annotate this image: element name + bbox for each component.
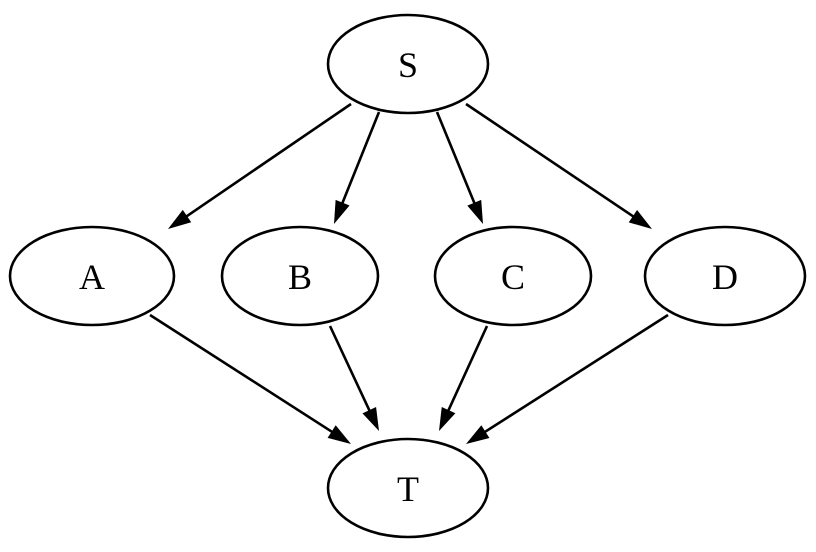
arrowhead-icon [466, 425, 490, 444]
node-s[interactable]: S [326, 13, 490, 115]
edge-a-to-t [149, 313, 351, 444]
edge-line [465, 102, 636, 219]
edge-s-to-d [465, 102, 652, 229]
edge-b-to-t [328, 325, 379, 431]
edge-d-to-t [466, 313, 669, 444]
edge-line [482, 313, 669, 434]
arrowhead-icon [439, 406, 456, 431]
edges-layer [149, 102, 669, 444]
edge-line [446, 325, 489, 413]
node-a[interactable]: A [8, 225, 176, 327]
node-label: A [79, 257, 105, 297]
edge-s-to-c [435, 111, 483, 224]
node-ellipse[interactable] [326, 437, 490, 539]
node-ellipse[interactable] [220, 225, 380, 327]
node-ellipse[interactable] [326, 13, 490, 115]
edge-line [149, 313, 335, 434]
arrowhead-icon [327, 425, 351, 444]
arrowhead-icon [334, 199, 350, 224]
node-label: B [288, 257, 312, 297]
arrowhead-icon [362, 406, 379, 431]
node-label: S [398, 45, 418, 85]
node-c[interactable]: C [433, 225, 593, 327]
node-d[interactable]: D [643, 225, 807, 327]
node-label: C [501, 257, 525, 297]
node-ellipse[interactable] [643, 225, 807, 327]
node-label: D [712, 257, 738, 297]
arrowhead-icon [628, 209, 652, 229]
edge-line [340, 111, 381, 205]
edge-s-to-b [334, 111, 381, 224]
arrowhead-icon [467, 199, 483, 224]
node-label: T [397, 469, 419, 509]
node-ellipse[interactable] [8, 225, 176, 327]
edge-line [435, 111, 477, 206]
edge-c-to-t [439, 325, 489, 431]
arrowhead-icon [168, 209, 192, 229]
edge-s-to-a [168, 102, 352, 229]
nodes-layer: S A B C D T [8, 13, 807, 539]
edge-line [184, 102, 352, 219]
node-b[interactable]: B [220, 225, 380, 327]
node-ellipse[interactable] [433, 225, 593, 327]
node-t[interactable]: T [326, 437, 490, 539]
edge-line [328, 325, 372, 413]
